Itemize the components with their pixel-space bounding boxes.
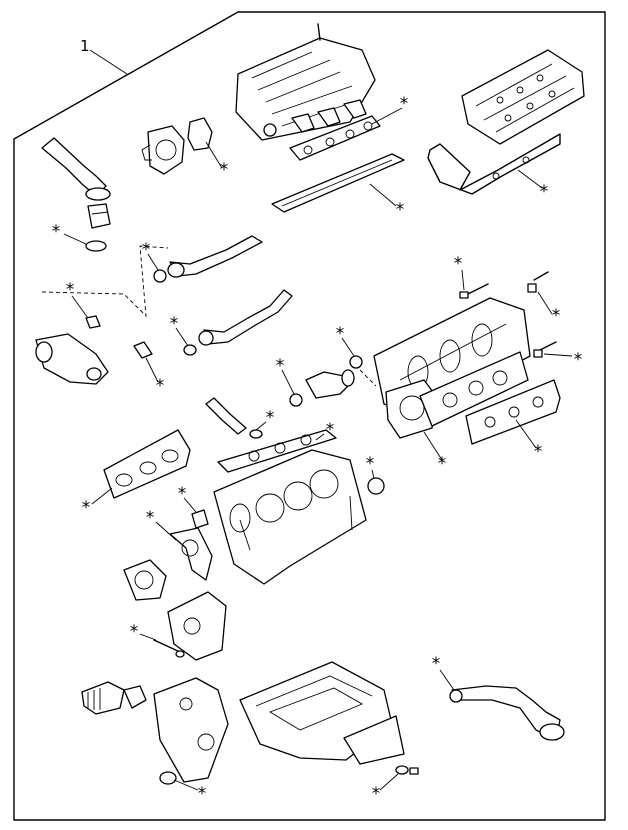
callout-number: 1: [80, 37, 90, 55]
oil-pump-bolt: [153, 639, 181, 653]
kit-marker-plenum-gasket: *: [369, 183, 405, 220]
kit-marker-crank-front-seal: *: [366, 454, 375, 479]
kit-marker-intake-gasket: *: [371, 94, 409, 125]
block-connection-line: [359, 369, 377, 387]
valve-cover-bolts: [459, 271, 557, 358]
exhaust-manifold-gasket-left: [103, 429, 191, 499]
svg-text:*: *: [156, 376, 165, 396]
svg-text:*: *: [400, 94, 409, 114]
svg-text:*: *: [66, 280, 75, 300]
svg-text:*: *: [178, 484, 187, 504]
kit-marker-seal-retainer: *: [146, 508, 177, 541]
oil-pan: [239, 661, 405, 765]
oil-strainer: [451, 685, 565, 741]
kit-marker-small-hose: *: [255, 408, 275, 431]
cylinder-block-lower: [213, 449, 367, 585]
intake-manifold-gasket: [289, 115, 381, 161]
valve-cover: [461, 49, 585, 145]
water-inlet-gasket: [133, 341, 153, 359]
kit-marker-valve-cover-gasket: *: [517, 169, 549, 202]
oil-strainer-o-ring: [449, 689, 463, 703]
kit-marker-timing-cover-gasket: *: [178, 484, 197, 513]
kit-marker-oil-pump-bolt: *: [130, 622, 157, 642]
svg-text:*: *: [438, 454, 447, 474]
svg-text:*: *: [82, 498, 91, 518]
kit-marker-valve-bolt-1: *: [454, 254, 465, 291]
svg-text:*: *: [534, 442, 543, 462]
kit-marker-inlet-gasket: *: [145, 357, 165, 396]
valve-cover-gasket: [427, 133, 561, 195]
svg-text:*: *: [170, 314, 179, 334]
oil-filter-adapter: [305, 369, 355, 399]
cylinder-head-gasket-right: [419, 351, 529, 427]
kit-marker-valve-bolt-2: *: [537, 291, 561, 326]
water-bypass-pipe: [167, 235, 263, 278]
kit-marker-hose-o-ring: *: [170, 314, 189, 347]
water-inlet-stud-gasket: [85, 315, 101, 329]
kit-marker-head-gasket-left: *: [315, 420, 335, 441]
svg-text:*: *: [366, 454, 375, 474]
svg-text:*: *: [326, 420, 335, 440]
svg-text:*: *: [266, 408, 275, 428]
svg-text:*: *: [146, 508, 155, 528]
kit-marker-exhaust-gasket-right: *: [515, 419, 543, 462]
water-hose-pipe: [198, 289, 293, 346]
kit-marker-front-crank-seal: *: [173, 779, 207, 804]
svg-text:*: *: [454, 254, 463, 274]
intake-manifold: [235, 23, 376, 141]
svg-text:*: *: [198, 784, 207, 804]
svg-text:*: *: [372, 784, 381, 804]
svg-text:*: *: [552, 306, 561, 326]
water-hose-o-ring: [183, 344, 197, 356]
oil-pump: [123, 559, 167, 601]
timing-cover-gasket: [191, 509, 209, 529]
oil-pump-bolt-gasket: [175, 650, 185, 658]
thermostat-gasket: [85, 240, 107, 252]
front-cover: [153, 677, 229, 783]
kit-marker-inlet-stud-gasket: *: [66, 280, 89, 319]
bypass-pipe-o-ring: [153, 269, 167, 283]
svg-text:*: *: [336, 324, 345, 344]
kit-marker-strainer-o-ring: *: [432, 654, 455, 691]
water-inlet-housing: [35, 333, 109, 385]
rear-oil-seal-retainer: [169, 527, 213, 581]
svg-text:*: *: [540, 182, 549, 202]
kit-marker-cooler-seal: *: [276, 356, 295, 395]
svg-text:*: *: [130, 622, 139, 642]
svg-text:*: *: [574, 350, 583, 370]
callout-leader: [89, 49, 128, 75]
front-crank-seal: [159, 771, 177, 785]
plenum-gasket: [271, 153, 405, 213]
small-water-hose: [205, 397, 263, 439]
kit-marker-bypass-o-ring: *: [142, 240, 159, 271]
svg-text:*: *: [276, 356, 285, 376]
crank-front-seal: [367, 477, 385, 495]
oil-filter: [81, 681, 147, 715]
pipe-connection-line: [41, 245, 169, 318]
kit-marker-exhaust-gasket-left: *: [82, 487, 113, 518]
kit-marker-drain-plug: *: [372, 773, 399, 804]
kit-marker-adapter-o-ring: *: [336, 324, 355, 357]
kit-marker-seal-retainer-gasket: *: [423, 431, 447, 474]
oil-adapter-o-ring: [349, 355, 363, 369]
svg-text:*: *: [396, 200, 405, 220]
throttle-body: [141, 125, 185, 175]
svg-text:*: *: [432, 654, 441, 674]
kit-marker-throttle-gasket: *: [205, 141, 229, 180]
water-outlet-pipe: [41, 137, 111, 201]
cylinder-head-gasket-left: [217, 429, 337, 473]
kit-marker-thermostat-gasket: *: [52, 222, 87, 245]
oil-cooler-seal: [289, 393, 303, 407]
timing-chain-cover: [167, 591, 227, 661]
svg-text:*: *: [142, 240, 151, 260]
kit-boundary-frame: [13, 11, 606, 821]
svg-text:*: *: [52, 222, 61, 242]
svg-text:*: *: [220, 160, 229, 180]
exhaust-manifold-gasket-right: [465, 379, 561, 445]
oil-drain-plug: [395, 765, 419, 775]
kit-marker-valve-bolt-3: *: [543, 350, 583, 370]
thermostat: [87, 203, 111, 229]
